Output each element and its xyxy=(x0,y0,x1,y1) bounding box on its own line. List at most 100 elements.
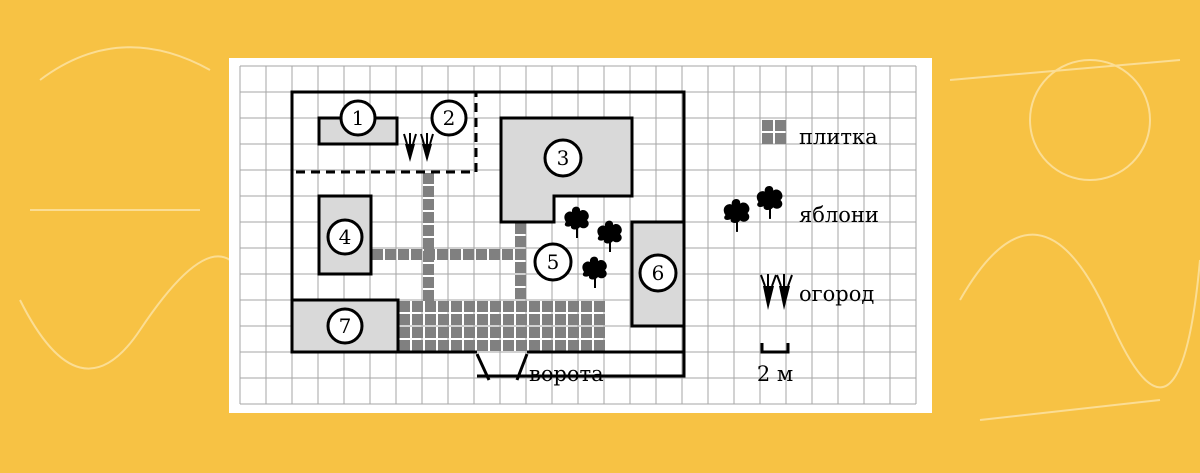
tile xyxy=(542,314,553,325)
tile xyxy=(451,301,462,312)
plan-card: 1 2 3 4 5 6 7 xyxy=(229,58,932,413)
gate-left-line xyxy=(475,353,491,381)
apple-trees-plan xyxy=(564,206,622,288)
legend-garden-icon xyxy=(760,274,793,310)
tile xyxy=(515,249,526,260)
tile xyxy=(515,223,526,234)
gate-label: ворота xyxy=(529,362,604,386)
tile xyxy=(423,186,434,197)
tile xyxy=(568,301,579,312)
tile xyxy=(412,327,423,338)
tile xyxy=(425,301,436,312)
legend-tile-label: плитка xyxy=(799,125,878,149)
tile xyxy=(425,314,436,325)
scale-label: 2 м xyxy=(757,362,793,386)
tile xyxy=(425,327,436,338)
tile xyxy=(581,340,592,351)
tile xyxy=(412,301,423,312)
tile xyxy=(411,249,422,260)
marker-3: 3 xyxy=(543,138,583,178)
tile xyxy=(529,340,540,351)
dashed-area-1-2 xyxy=(290,90,478,174)
tile-paths xyxy=(372,173,605,351)
tile xyxy=(490,340,501,351)
marker-7-label: 7 xyxy=(339,314,352,338)
tile xyxy=(423,199,434,210)
tile xyxy=(516,301,527,312)
tile xyxy=(423,173,434,184)
marker-3-label: 3 xyxy=(557,146,570,170)
tile xyxy=(423,238,434,249)
marker-6-label: 6 xyxy=(652,261,665,285)
tile xyxy=(451,327,462,338)
tile xyxy=(503,327,514,338)
tile xyxy=(515,262,526,273)
marker-7: 7 xyxy=(326,307,364,345)
gate-right-line xyxy=(515,353,529,381)
tile xyxy=(438,327,449,338)
apple-tree-icon xyxy=(582,256,607,288)
tile xyxy=(477,314,488,325)
marker-5: 5 xyxy=(533,242,573,282)
tile xyxy=(515,288,526,299)
marker-4-label: 4 xyxy=(339,225,352,249)
apple-tree-icon xyxy=(564,206,589,238)
tile xyxy=(399,340,410,351)
tile xyxy=(568,314,579,325)
tile xyxy=(515,236,526,247)
tile xyxy=(490,327,501,338)
tile xyxy=(423,277,434,288)
marker-1: 1 xyxy=(339,99,377,137)
tile xyxy=(437,249,448,260)
tile xyxy=(423,264,434,275)
tile xyxy=(503,301,514,312)
tile xyxy=(464,301,475,312)
marker-1-label: 1 xyxy=(352,106,365,130)
tile xyxy=(502,249,513,260)
tile xyxy=(451,340,462,351)
tile xyxy=(477,340,488,351)
tile xyxy=(555,327,566,338)
tile xyxy=(515,275,526,286)
tile xyxy=(542,327,553,338)
marker-6: 6 xyxy=(638,253,678,293)
tile xyxy=(450,249,461,260)
tile xyxy=(581,314,592,325)
tile xyxy=(594,327,605,338)
tile xyxy=(477,327,488,338)
tile xyxy=(542,340,553,351)
tile xyxy=(438,314,449,325)
tile xyxy=(490,314,501,325)
tile xyxy=(555,314,566,325)
tile xyxy=(516,340,527,351)
apple-tree-icon xyxy=(597,220,622,252)
marker-5-label: 5 xyxy=(547,250,560,274)
tile xyxy=(464,314,475,325)
tile xyxy=(477,301,488,312)
legend: плитка яблони огород 2 м xyxy=(723,120,879,386)
tile xyxy=(399,314,410,325)
plot-boundary xyxy=(290,90,686,378)
tile xyxy=(463,249,474,260)
tile xyxy=(594,314,605,325)
marker-2-label: 2 xyxy=(443,106,456,130)
tile xyxy=(529,327,540,338)
tile xyxy=(568,327,579,338)
legend-garden-label: огород xyxy=(799,282,874,306)
tile xyxy=(568,340,579,351)
tile xyxy=(490,301,501,312)
tile xyxy=(399,327,410,338)
tile xyxy=(555,340,566,351)
tile xyxy=(529,301,540,312)
tile xyxy=(581,327,592,338)
tile xyxy=(372,249,383,260)
tile xyxy=(594,340,605,351)
tile xyxy=(503,314,514,325)
number-circles: 1 2 3 4 5 6 7 xyxy=(326,99,678,345)
tile xyxy=(581,301,592,312)
tile xyxy=(489,249,500,260)
tile xyxy=(516,327,527,338)
tile xyxy=(398,249,409,260)
tile xyxy=(412,340,423,351)
